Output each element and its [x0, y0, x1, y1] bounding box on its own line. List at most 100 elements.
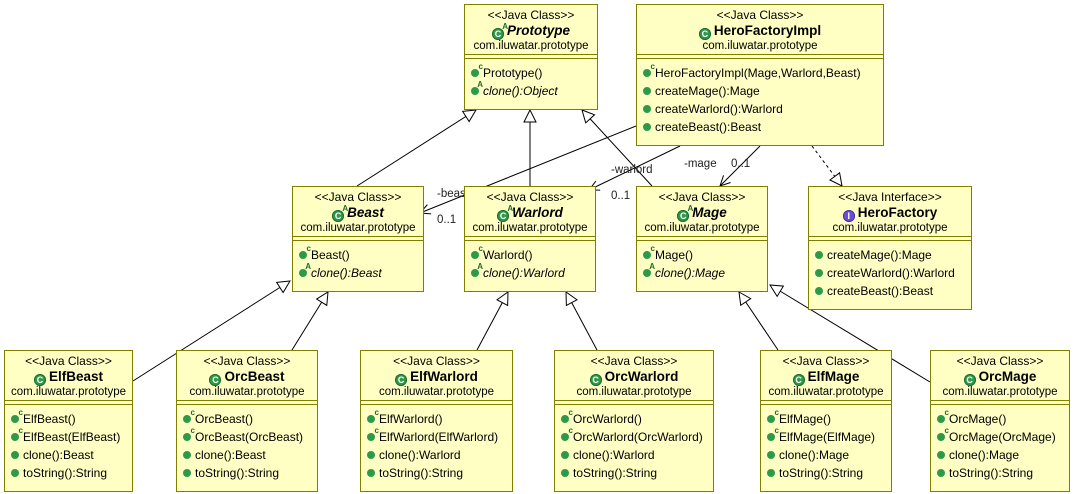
- method-icon: [11, 469, 19, 477]
- operation-signature: clone():Beast: [23, 448, 94, 462]
- constructor-icon: c: [183, 427, 195, 441]
- operation-item[interactable]: toString():String: [937, 464, 1069, 482]
- compartment-divider: [361, 404, 512, 408]
- stereotype: <<Java Class>>: [314, 190, 402, 204]
- operation-item[interactable]: clone():Beast: [183, 446, 317, 464]
- constructor-icon: c: [11, 427, 23, 441]
- operation-signature: createBeast():Beast: [827, 284, 934, 298]
- stereotype: <<Java Class>>: [25, 354, 112, 368]
- operation-item[interactable]: clone():Mage: [937, 446, 1069, 464]
- constructor-icon: c: [937, 427, 949, 441]
- class-icon: C: [963, 374, 976, 386]
- constructor-icon: c: [183, 409, 195, 423]
- attributes-compartment: [361, 400, 512, 404]
- method-icon: [11, 451, 19, 459]
- constructor-icon: c: [643, 63, 655, 77]
- operation-item[interactable]: toString():String: [561, 464, 713, 482]
- operation-item[interactable]: clone():Warlord: [561, 446, 713, 464]
- modifier-icon: c: [374, 426, 379, 435]
- abstract-marker-icon: A: [687, 204, 694, 213]
- operation-item[interactable]: toString():String: [11, 464, 132, 482]
- operation-item[interactable]: createWarlord():Warlord: [815, 264, 971, 282]
- elfBeast-extends-beast-edge: [132, 281, 290, 382]
- modifier-icon: c: [190, 408, 195, 417]
- operation-item[interactable]: createMage():Mage: [643, 82, 883, 100]
- operation-signature: clone():Mage: [655, 266, 726, 280]
- modifier-icon: c: [944, 408, 949, 417]
- package-name: com.iluwatar.prototype: [702, 40, 818, 52]
- operation-signature: toString():String: [949, 466, 1034, 480]
- operation-signature: createWarlord():Warlord: [827, 266, 955, 280]
- method-icon: [815, 287, 823, 295]
- operation-item[interactable]: createWarlord():Warlord: [643, 100, 883, 118]
- abstract-method-icon: A: [299, 263, 311, 277]
- operation-signature: ElfMage(ElfMage): [779, 430, 876, 444]
- operation-signature: toString():String: [779, 466, 864, 480]
- operation-item[interactable]: toString():String: [767, 464, 891, 482]
- class-name-text: Beast: [347, 205, 384, 220]
- operation-signature: OrcMage(): [949, 412, 1007, 426]
- operation-item[interactable]: clone():Beast: [11, 446, 132, 464]
- operation-item[interactable]: toString():String: [367, 464, 512, 482]
- stereotype: <<Java Class>>: [658, 190, 746, 204]
- package-name: com.iluwatar.prototype: [576, 386, 692, 398]
- operation-item[interactable]: createBeast():Beast: [815, 282, 971, 300]
- operation-signature: clone():Warlord: [573, 448, 655, 462]
- operation-signature: toString():String: [23, 466, 108, 480]
- modifier-icon: c: [18, 408, 23, 417]
- operation-item[interactable]: createMage():Mage: [815, 246, 971, 264]
- class-name-text: OrcMage: [978, 369, 1037, 384]
- class-icon: C: [395, 374, 408, 386]
- modifier-icon: c: [568, 408, 573, 417]
- operation-item[interactable]: clone():Mage: [767, 446, 891, 464]
- operation-item[interactable]: toString():String: [183, 464, 317, 482]
- operation-item[interactable]: clone():Warlord: [367, 446, 512, 464]
- modifier-icon: c: [774, 426, 779, 435]
- operation-item[interactable]: createBeast():Beast: [643, 118, 883, 136]
- beast-association-edge: [420, 125, 637, 213]
- stereotype: <<Java Class>>: [956, 354, 1044, 368]
- method-icon: [937, 451, 945, 459]
- constructor-icon: c: [937, 409, 949, 423]
